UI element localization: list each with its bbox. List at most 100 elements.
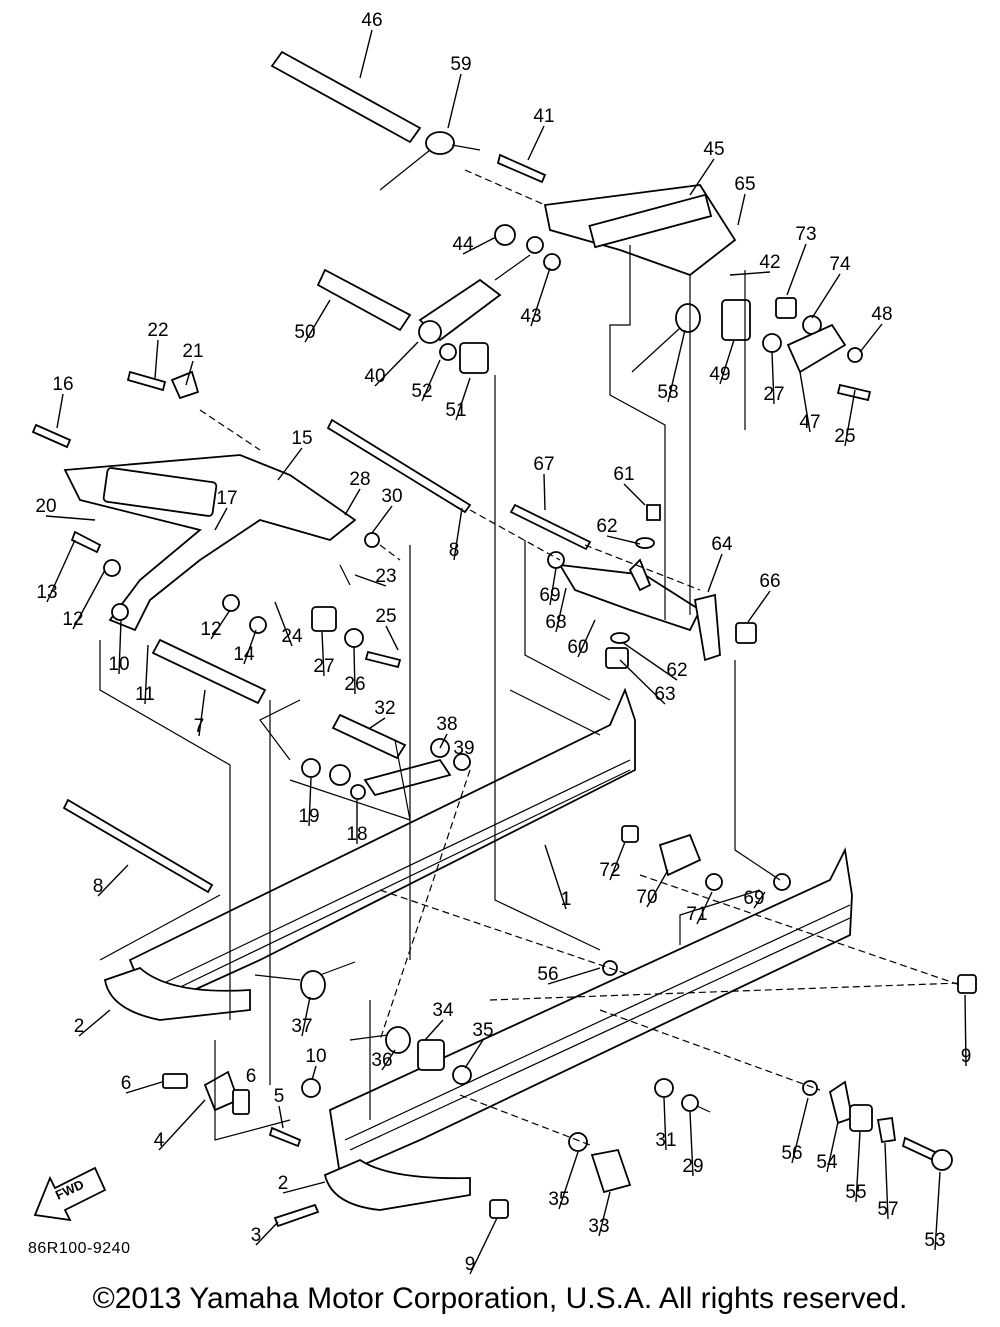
callout-leader <box>353 646 356 695</box>
callout-number: 68 <box>545 612 566 633</box>
callout-leader <box>447 73 462 129</box>
callout-leader <box>78 1009 111 1037</box>
callout-leader <box>381 1049 396 1071</box>
callout-number: 56 <box>781 1143 802 1164</box>
callout-leader <box>97 864 129 897</box>
callout-leader <box>243 629 257 665</box>
callout-leader <box>455 377 471 421</box>
callout-number: 43 <box>520 306 541 327</box>
callout-number: 11 <box>135 684 155 705</box>
callout-number: 59 <box>450 54 471 75</box>
callout-number: 26 <box>344 674 365 695</box>
callout-number: 22 <box>147 320 168 341</box>
callout-number: 10 <box>108 654 129 675</box>
callout-leader <box>609 841 626 881</box>
callout-number: 63 <box>654 684 675 705</box>
callout-leader <box>278 1105 284 1129</box>
callout-leader <box>855 1131 861 1203</box>
callout-number: 49 <box>709 364 730 385</box>
callout-leader <box>558 1151 579 1210</box>
callout-number: 51 <box>445 400 466 421</box>
callout-number: 13 <box>36 582 57 603</box>
callout-number: 27 <box>313 656 334 677</box>
callout-leader <box>424 1019 444 1041</box>
callout-number: 16 <box>52 374 73 395</box>
callout-number: 3 <box>251 1225 262 1246</box>
callout-number: 52 <box>411 381 432 402</box>
callout-leader <box>469 1217 498 1275</box>
callout-leader <box>321 631 325 677</box>
callout-number: 14 <box>233 644 255 665</box>
callout-leader <box>462 236 497 255</box>
callout-leader <box>549 567 557 606</box>
callout-number: 35 <box>472 1020 493 1041</box>
callout-number: 30 <box>381 486 402 507</box>
callout-number: 62 <box>666 660 687 681</box>
callout-leader <box>606 535 641 545</box>
callout-number: 25 <box>834 426 855 447</box>
callout-leader <box>255 1221 279 1246</box>
callout-number: 1 <box>561 889 572 910</box>
copyright-notice: ©2013 Yamaha Motor Corporation, U.S.A. A… <box>92 1282 908 1315</box>
callout-leader <box>771 351 775 405</box>
callout-number: 40 <box>364 366 385 387</box>
callout-number: 42 <box>759 252 780 273</box>
callout-leader <box>369 717 386 729</box>
callout-leader <box>72 569 106 630</box>
callout-leader <box>621 641 678 681</box>
callout-leader <box>791 1097 809 1164</box>
callout-leader <box>125 1081 163 1094</box>
callout-leader <box>786 243 807 296</box>
callout-number: 37 <box>291 1016 312 1037</box>
callout-number: 34 <box>432 1000 454 1021</box>
callout-leader <box>301 996 311 1037</box>
callout-leader <box>421 359 441 402</box>
callout-number: 65 <box>734 174 755 195</box>
callout-leader <box>719 339 735 385</box>
callout-leader <box>667 329 686 403</box>
callout-number: 25 <box>375 606 396 627</box>
callout-number: 28 <box>349 469 370 490</box>
callout-leader <box>544 844 567 910</box>
callout-leader <box>859 323 883 353</box>
callout-leader <box>464 1039 484 1069</box>
callout-leader <box>45 515 96 521</box>
diagram-code: 86R100-9240 <box>28 1240 131 1257</box>
callout-leader <box>439 733 448 749</box>
callout-leader <box>663 1097 667 1151</box>
callout-leader <box>359 29 373 79</box>
callout-leader <box>844 389 856 447</box>
callout-number: 35 <box>548 1189 569 1210</box>
callout-leader <box>158 1099 206 1151</box>
callout-number: 57 <box>877 1199 898 1220</box>
callout-leader <box>689 1111 694 1177</box>
callout-number: 69 <box>743 888 764 909</box>
callout-number: 56 <box>537 964 558 985</box>
callout-leader <box>311 1065 317 1081</box>
callout-number: 29 <box>682 1156 703 1177</box>
callout-leader <box>154 339 159 379</box>
callout-leader <box>214 507 228 531</box>
callout-number: 45 <box>703 139 724 160</box>
callout-leader <box>934 1171 941 1251</box>
callout-leader <box>374 341 419 387</box>
callout-number: 33 <box>588 1216 609 1237</box>
callout-number: 38 <box>436 714 457 735</box>
callout-leader <box>555 587 567 633</box>
callout-number: 21 <box>182 341 203 362</box>
callout-number: 61 <box>613 464 634 485</box>
callout-number: 27 <box>763 384 784 405</box>
callout-number: 8 <box>93 876 104 897</box>
callout-number: 36 <box>371 1050 392 1071</box>
callout-number: 72 <box>599 860 620 881</box>
callout-leader <box>56 393 64 429</box>
callout-number: 46 <box>361 10 382 31</box>
callout-number: 50 <box>294 322 315 343</box>
callout-number: 64 <box>711 534 733 555</box>
callout-number: 2 <box>74 1016 85 1037</box>
callout-number: 67 <box>533 454 554 475</box>
callout-number: 41 <box>533 106 554 127</box>
callout-leader <box>598 1191 611 1237</box>
callout-leader <box>964 994 967 1067</box>
